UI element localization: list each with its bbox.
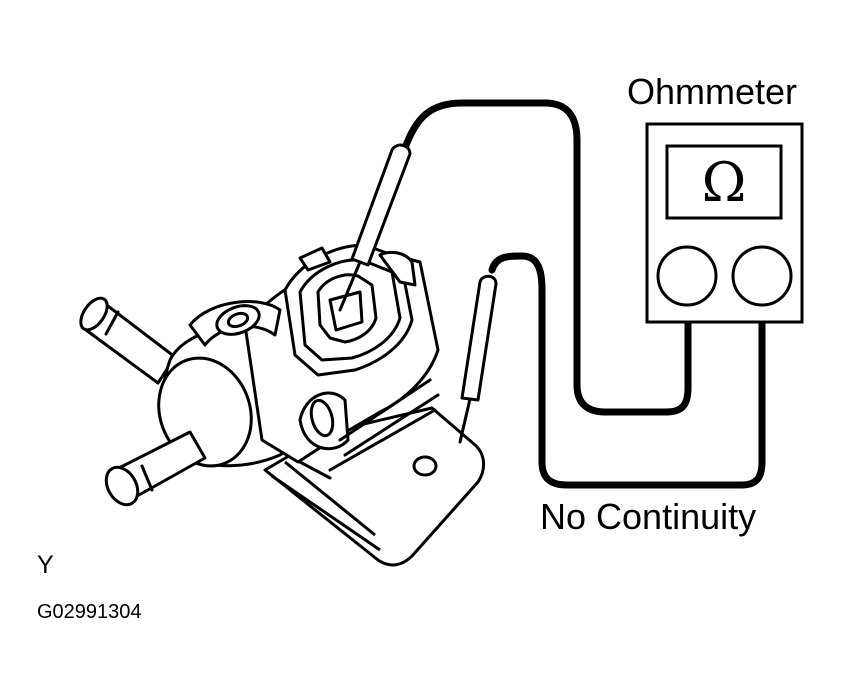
connector-pin-slot <box>328 290 364 332</box>
probe-upper-handle <box>350 143 412 267</box>
upper-pipe-ridge <box>104 310 120 336</box>
probe-lower-handle <box>460 274 498 402</box>
lower-pipe-end <box>104 465 140 507</box>
bracket-plate-edge <box>271 474 381 552</box>
wire-upper-probe <box>401 99 692 416</box>
body-rib-3 <box>328 408 437 472</box>
side-screw <box>309 398 335 438</box>
bracket-mount-hole <box>412 455 438 477</box>
probe-lower-needle <box>458 397 472 444</box>
probe-upper-needle <box>338 260 362 312</box>
body-rib-1 <box>338 378 432 442</box>
connector-latch <box>378 250 417 287</box>
ohmmeter-terminal-left <box>656 245 718 307</box>
connector-tab-top <box>298 246 332 272</box>
corner-letter: Y <box>37 551 54 579</box>
test-lead-wires <box>401 99 766 489</box>
ohmmeter-display <box>665 144 783 220</box>
clamp-screw-top-inner <box>226 311 250 329</box>
lower-pipe-ridge <box>140 464 154 492</box>
body-rib-4 <box>298 460 332 480</box>
body-rib-2 <box>343 393 440 457</box>
upper-pipe-end <box>79 296 109 332</box>
bracket-plate-edge-2 <box>284 460 376 537</box>
ohmmeter-label: Ohmmeter <box>627 71 798 112</box>
ohm-symbol-icon: Ω <box>701 151 747 214</box>
ohmmeter-terminal-right <box>731 245 793 307</box>
wire-lower-probe <box>488 252 766 489</box>
test-probes <box>338 143 498 444</box>
figure-code: G02991304 <box>37 601 142 623</box>
no-continuity-label: No Continuity <box>540 496 757 537</box>
ohmmeter <box>645 122 804 324</box>
vsv-body <box>79 243 440 507</box>
